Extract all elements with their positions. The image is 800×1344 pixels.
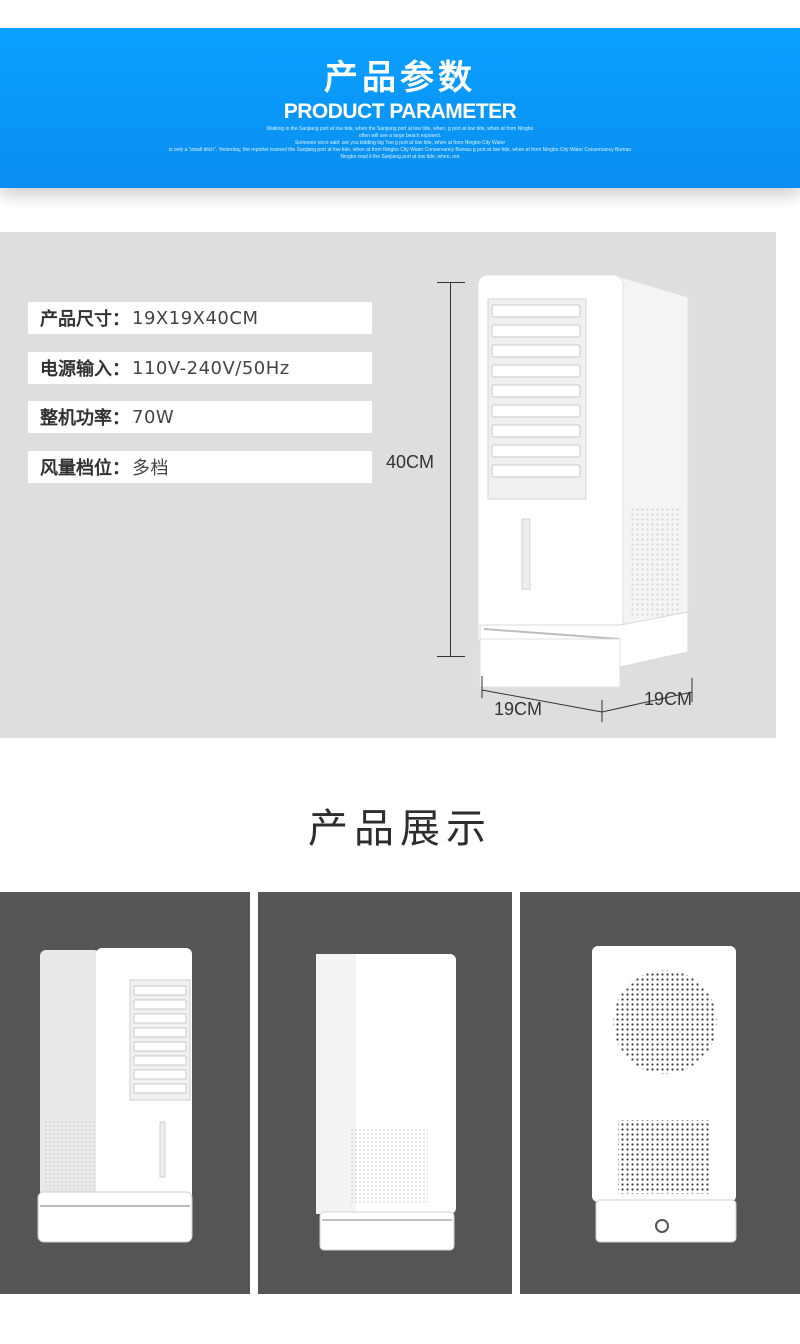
width-label: 19CM <box>494 699 543 719</box>
fine-print-line: often will see a large beach exposed. <box>358 133 442 139</box>
header-banner: 产品参数 PRODUCT PARAMETER Walking in the Sa… <box>0 28 800 188</box>
height-label: 40CM <box>386 452 435 472</box>
product-photo-angle <box>0 892 250 1294</box>
fine-print-line: Walking in the Sanjiang port at low tide… <box>266 126 534 132</box>
height-dimension-line <box>450 282 451 656</box>
product-photo-side <box>258 892 512 1294</box>
fine-print-line: Ningbo read it the Sanjiang port at low … <box>340 154 460 160</box>
param-value: 70W <box>132 406 175 428</box>
param-row-fan-speed: 风量档位： 多档 <box>28 451 372 483</box>
parameter-panel: 产品尺寸： 19X19X40CM 电源输入： 110V-240V/50Hz 整机… <box>0 232 776 738</box>
display-section-title: 产品展示 <box>308 806 492 852</box>
depth-label: 19CM <box>644 689 693 709</box>
banner-fine-print: Walking in the Sanjiang port at low tide… <box>140 126 660 161</box>
product-side-image <box>316 954 456 1251</box>
param-row-size: 产品尺寸： 19X19X40CM <box>28 302 372 334</box>
param-row-power-input: 电源输入： 110V-240V/50Hz <box>28 352 372 384</box>
param-label: 整机功率： <box>40 408 130 429</box>
product-angle-image <box>37 948 193 1243</box>
param-value: 110V-240V/50Hz <box>132 357 290 379</box>
product-front-image <box>477 274 689 688</box>
dimension-cap <box>437 656 465 657</box>
param-label: 电源输入： <box>40 359 130 380</box>
banner-title: 产品参数 <box>324 58 476 98</box>
banner-subtitle: PRODUCT PARAMETER <box>283 100 517 123</box>
product-back-image <box>592 946 737 1243</box>
fine-print-line: Someone once said: are you kidding big Y… <box>294 140 506 146</box>
param-label: 风量档位： <box>40 458 130 479</box>
param-label: 产品尺寸： <box>40 309 130 330</box>
base-dimension-lines <box>481 676 693 722</box>
dimension-cap <box>437 282 465 283</box>
product-photo-back <box>520 892 800 1294</box>
param-value: 多档 <box>132 458 169 479</box>
param-row-wattage: 整机功率： 70W <box>28 401 372 433</box>
fine-print-line: is only a "small ditch". Yesterday, the … <box>168 147 632 153</box>
param-value: 19X19X40CM <box>132 307 259 329</box>
